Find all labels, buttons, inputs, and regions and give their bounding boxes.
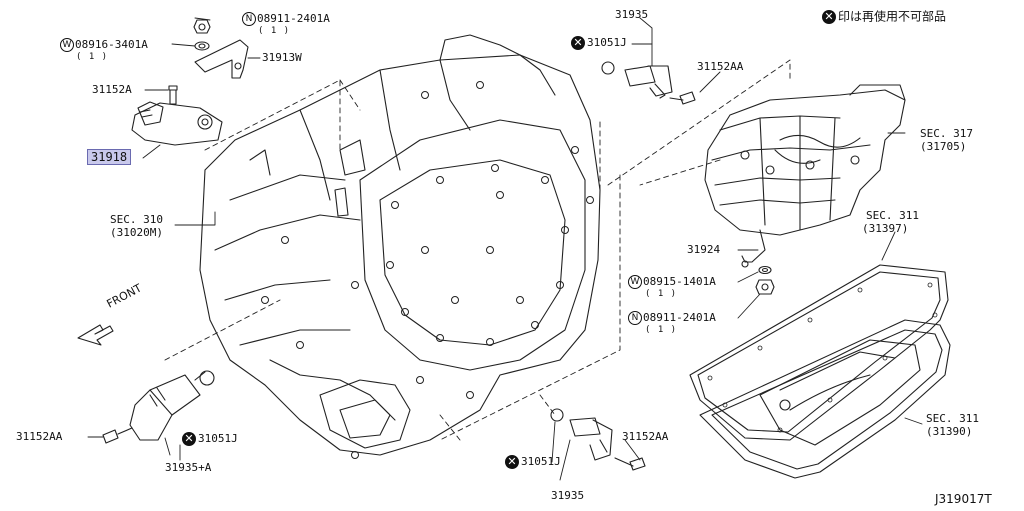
label-sec310-sub: (31020M)	[110, 226, 163, 239]
dashed-leaders	[164, 59, 791, 441]
label-sec311b-sub: (31390)	[926, 425, 973, 438]
label-bracket[interactable]: 31913W	[262, 51, 302, 64]
n-ring-icon: N	[628, 311, 642, 325]
oil-pan-drawing	[699, 319, 951, 479]
washer-nut-mid-drawing	[755, 265, 775, 295]
housing-bolt-heads	[261, 81, 594, 459]
qty-washer-top: ( 1 )	[76, 52, 109, 62]
not-reusable-mark-icon: ✕	[822, 10, 836, 24]
label-bolt-bottom[interactable]: 31152AA	[622, 430, 669, 443]
legend-text: 印は再使用不可部品	[838, 9, 947, 24]
label-oring-top[interactable]: ✕31051J	[571, 36, 627, 50]
qty-nut-top: ( 1 )	[258, 26, 291, 36]
not-reusable-mark-icon: ✕	[571, 36, 585, 50]
label-bolt-sensor[interactable]: 31152A	[92, 83, 132, 96]
label-sensor-left[interactable]: 31935+A	[165, 461, 212, 474]
label-sensor-top[interactable]: 31935	[615, 8, 649, 21]
qty-nut-mid: ( 1 )	[645, 325, 678, 335]
qty-washer-mid: ( 1 )	[645, 289, 678, 299]
label-sec310[interactable]: SEC. 310	[110, 213, 163, 226]
label-bolt-left[interactable]: 31152AA	[16, 430, 63, 443]
sensor-31935-top-drawing	[601, 61, 696, 105]
clip-31924-drawing	[741, 229, 766, 268]
w-ring-icon: W	[628, 275, 642, 289]
sensor-31935-bottom-drawing	[550, 408, 646, 471]
not-reusable-mark-icon: ✕	[182, 432, 196, 446]
label-sec311a-sub: (31397)	[862, 222, 909, 235]
diagram-id: J319017T	[935, 492, 992, 506]
label-leader-lines	[87, 17, 923, 481]
label-sensor-bottom[interactable]: 31935	[551, 489, 585, 502]
sensor-31935a-drawing	[102, 370, 215, 444]
w-ring-icon: W	[60, 38, 74, 52]
label-sec311b[interactable]: SEC. 311	[926, 412, 979, 425]
not-reusable-mark-icon: ✕	[505, 455, 519, 469]
sensor-31918-drawing	[131, 85, 223, 146]
legend: ✕印は再使用不可部品	[822, 10, 946, 24]
bracket-31913w-drawing	[194, 39, 249, 79]
nut-washer-top-drawing	[193, 19, 211, 51]
oil-pan-gasket-drawing	[689, 264, 949, 441]
transmission-housing	[199, 34, 601, 456]
front-arrow	[77, 324, 114, 346]
label-oring-bottom[interactable]: ✕31051J	[505, 455, 561, 469]
valve-body-drawing	[704, 84, 906, 236]
label-clip[interactable]: 31924	[687, 243, 721, 256]
label-sec317-sub: (31705)	[920, 140, 967, 153]
gasket-holes	[707, 282, 938, 433]
label-sensor-highlight[interactable]: 31918	[87, 149, 132, 165]
label-oring-left[interactable]: ✕31051J	[182, 432, 238, 446]
label-sec317[interactable]: SEC. 317	[920, 127, 973, 140]
label-bolt-top-right[interactable]: 31152AA	[697, 60, 744, 73]
label-sec311a[interactable]: SEC. 311	[866, 209, 919, 222]
n-ring-icon: N	[242, 12, 256, 26]
